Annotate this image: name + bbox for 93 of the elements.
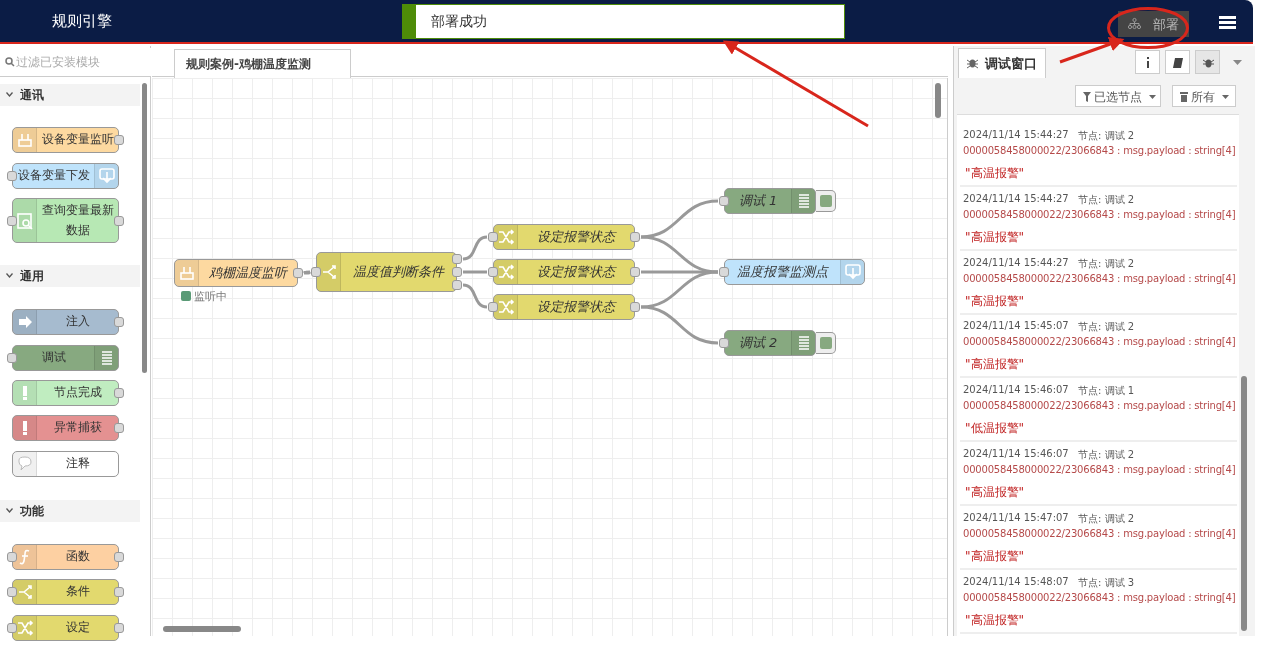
message-value: "低温报警": [965, 420, 1025, 438]
message-path: 0000058458000022/23066843 : msg.payload : string[4]: [963, 400, 1236, 412]
node-label: 设定报警状态: [536, 262, 618, 281]
node-label: 调试 1: [737, 191, 779, 210]
timestamp: 2024/11/14 15:46:07: [963, 448, 1069, 459]
node-label: 设定报警状态: [536, 297, 618, 316]
node-label: 设备变量下发: [16, 167, 91, 185]
status-text: 监听中: [194, 289, 227, 304]
category-title: 通用: [20, 268, 44, 285]
node-label: 温度报警监测点: [736, 262, 830, 281]
message-path: 0000058458000022/23066843 : msg.payload : string[4]: [963, 464, 1236, 475]
deploy-button: [1118, 11, 1189, 37]
arrow: [722, 40, 869, 128]
node-name: 节点: 调试 2: [1078, 511, 1135, 526]
flow-node: [310, 252, 463, 292]
flow-node: [487, 224, 641, 250]
node-name: 节点: 调试 2: [1078, 129, 1135, 143]
message-path: 0000058458000022/23066843 : msg.payload : string[4]: [963, 272, 1236, 284]
node-name: 节点: 调试 2: [1078, 320, 1135, 335]
message-path: 0000058458000022/23066843 : msg.payload : string[4]: [963, 145, 1236, 156]
node-label: 调试 2: [737, 333, 779, 352]
palette-node: [6, 615, 125, 641]
timestamp: 2024/11/14 15:44:27: [963, 129, 1069, 140]
flow-node: [487, 294, 641, 320]
message-value: "高温报警": [965, 356, 1025, 374]
timestamp: 2024/11/14 15:44:27: [963, 256, 1069, 268]
message-value: "高温报警": [965, 484, 1025, 501]
placeholder-text: 过滤已安装模块: [16, 54, 100, 71]
button-label: 已选节点: [1094, 89, 1142, 106]
message-path: 0000058458000022/23066843 : msg.payload : string[4]: [963, 336, 1236, 348]
flow-node: [718, 330, 816, 356]
timestamp: 2024/11/14 15:47:07: [963, 511, 1069, 523]
palette-node: [6, 163, 119, 189]
node-label: 设定: [64, 619, 91, 637]
timestamp: 2024/11/14 15:44:27: [963, 192, 1069, 204]
message-path: 0000058458000022/23066843 : msg.payload : string[4]: [963, 208, 1236, 220]
palette-node: [12, 451, 119, 477]
flow-node: [718, 188, 816, 214]
message-value: "高温报警": [965, 547, 1025, 565]
wire: [462, 283, 488, 309]
node-label: 条件: [64, 583, 91, 601]
palette-node: [6, 198, 125, 243]
node-name: 节点: 调试 2: [1078, 192, 1135, 207]
button-label: 所有: [1191, 89, 1215, 106]
wire: [640, 199, 719, 239]
button-label: 部署: [1153, 16, 1179, 34]
workspace-tab: 规则案例-鸡棚温度监测: [174, 49, 351, 78]
message-value: "高温报警": [965, 228, 1025, 246]
category-title: 通讯: [20, 87, 44, 104]
wire: [640, 270, 719, 309]
message-path: 0000058458000022/23066843 : msg.payload : string[4]: [963, 527, 1236, 539]
node-label: 注释: [64, 455, 91, 473]
message-value: "高温报警": [965, 165, 1025, 182]
wire: [463, 270, 487, 274]
timestamp: 2024/11/14 15:45:07: [963, 320, 1069, 332]
palette-node: [12, 415, 125, 441]
palette-node: [6, 579, 125, 605]
palette-node: [6, 345, 119, 371]
node-label: 异常捕获: [52, 419, 103, 437]
node-name: 节点: 调试 1: [1078, 384, 1135, 399]
node-name: 节点: 调试 2: [1078, 448, 1135, 462]
palette-node: [6, 544, 125, 570]
category-title: 功能: [20, 503, 44, 520]
tab-title: 调试窗口: [985, 55, 1037, 73]
node-label: 注入: [64, 313, 91, 331]
node-label: 函数: [64, 548, 91, 566]
node-name: 节点: 调试 3: [1078, 575, 1135, 590]
flow-node: [487, 259, 641, 285]
wire: [462, 235, 488, 261]
palette-node: [12, 380, 125, 406]
timestamp: 2024/11/14 15:46:07: [963, 384, 1069, 396]
message-value: "高温报警": [965, 292, 1025, 310]
wire: [640, 235, 719, 274]
arrow: [1059, 37, 1125, 64]
node-label: 设备变量监听: [40, 131, 115, 149]
notification-banner: [402, 4, 845, 39]
palette-node: [12, 309, 125, 335]
message-path: 0000058458000022/23066843 : msg.payload : string[4]: [963, 591, 1236, 603]
flow-node: [718, 259, 865, 285]
node-label: 鸡棚温度监听: [208, 263, 289, 282]
app-title: 规则引擎: [52, 12, 112, 31]
node-name: 节点: 调试 2: [1078, 256, 1135, 271]
node-label: 设定报警状态: [536, 227, 618, 246]
wire: [640, 305, 719, 345]
node-label: 节点完成: [52, 384, 103, 402]
node-label: 调试: [40, 349, 67, 367]
message-value: "高温报警": [965, 611, 1025, 629]
palette-node: [12, 127, 125, 153]
notification-text: 部署成功: [431, 13, 487, 31]
timestamp: 2024/11/14 15:48:07: [963, 575, 1069, 587]
node-label: 查询变量最新数据: [40, 202, 115, 239]
node-label: 温度值判断条件: [352, 262, 446, 281]
flow-node: [174, 259, 304, 287]
